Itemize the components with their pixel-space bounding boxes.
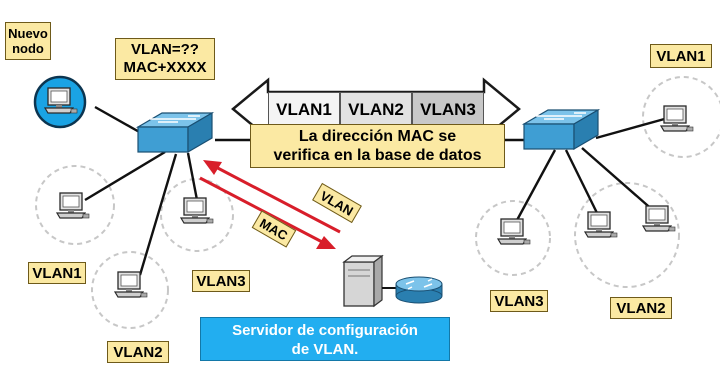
vlan-circle bbox=[475, 200, 551, 276]
left-vlan2-label: VLAN2 bbox=[107, 341, 169, 363]
pc-icon bbox=[660, 105, 694, 132]
vlan-circle bbox=[91, 251, 169, 329]
mac-check-line1: La dirección MAC se bbox=[298, 128, 457, 145]
trunk-vlan2: VLAN2 bbox=[340, 92, 412, 128]
left-vlan1-label: VLAN1 bbox=[28, 262, 86, 284]
left-switch-icon bbox=[135, 111, 215, 154]
right-vlan2-label: VLAN2 bbox=[610, 297, 672, 319]
right-vlan1-label: VLAN1 bbox=[650, 44, 712, 68]
trunk-vlan3: VLAN3 bbox=[412, 92, 484, 128]
server-caption-line1: Servidor de configuración bbox=[232, 322, 418, 339]
vlan-circle bbox=[35, 165, 115, 245]
left-vlan3-label: VLAN3 bbox=[192, 270, 250, 292]
vlan-query-line2: MAC+XXXX bbox=[123, 59, 207, 76]
server-caption-line2: de VLAN. bbox=[291, 341, 359, 358]
router-icon bbox=[395, 276, 443, 304]
pc-icon bbox=[584, 211, 618, 238]
pc-icon bbox=[642, 205, 676, 232]
vlan-query-line1: VLAN=?? bbox=[131, 41, 199, 58]
server-caption: Servidor de configuración de VLAN. bbox=[200, 317, 450, 361]
mac-check-label: La dirección MAC se verifica en la base … bbox=[250, 124, 505, 168]
pc-icon bbox=[180, 197, 214, 224]
new-node-label-line1: Nuevo bbox=[8, 26, 48, 41]
right-vlan3-label: VLAN3 bbox=[490, 290, 548, 312]
new-node-label: Nuevo nodo bbox=[5, 22, 51, 60]
right-switch-icon bbox=[521, 108, 601, 151]
new-node-label-line2: nodo bbox=[12, 41, 44, 56]
vlan-circle bbox=[160, 178, 234, 252]
pc-icon bbox=[56, 192, 90, 219]
mac-check-line2: verifica en la base de datos bbox=[273, 147, 482, 164]
pc-icon bbox=[497, 218, 531, 245]
vlan-circle bbox=[574, 182, 680, 288]
pc-icon bbox=[114, 271, 148, 298]
server-icon bbox=[342, 254, 384, 308]
trunk-vlan1: VLAN1 bbox=[268, 92, 340, 128]
vlan-query-label: VLAN=?? MAC+XXXX bbox=[115, 38, 215, 80]
